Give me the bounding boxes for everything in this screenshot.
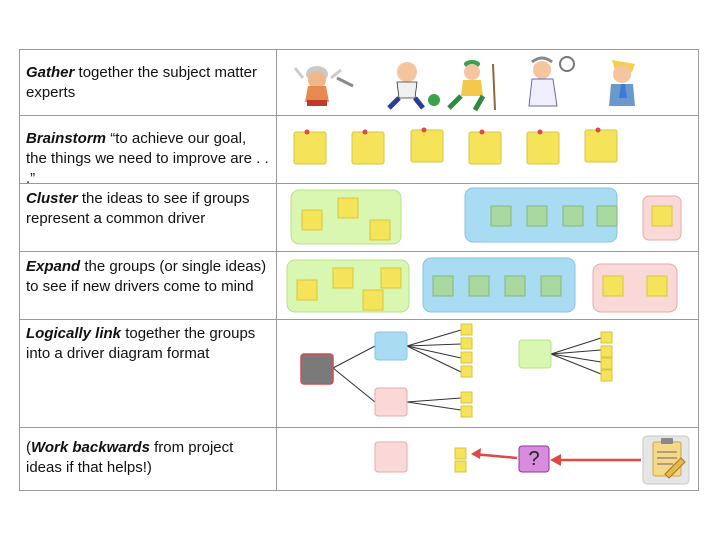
row-gather-text: Gather together the subject matter exper… (26, 63, 271, 103)
primary-driver-box (300, 353, 334, 385)
row-gather-keyword: Gather (26, 64, 75, 81)
tie-expert-icon (609, 60, 635, 106)
row-gather-description: together the subject matter experts (26, 64, 257, 101)
row-work-backwards-prefix: ( (26, 439, 31, 456)
row-cluster-keyword: Cluster (26, 190, 78, 207)
expanded-groups (277, 252, 698, 319)
bald-expert-icon (387, 62, 440, 110)
row-cluster: Cluster the ideas to see if groups repre… (20, 184, 698, 252)
row-expand: Expand the groups (or single ideas) to s… (20, 252, 698, 320)
experts-illustration (277, 50, 698, 115)
row-work-backwards-keyword: Work backwards (31, 439, 150, 456)
secondary-driver-blue (374, 331, 408, 361)
sticky-note-6 (584, 129, 618, 163)
row-link-description: together the groups into a driver diagra… (26, 325, 256, 362)
question-box (518, 445, 550, 473)
sticky-note-4 (468, 131, 502, 165)
sticky-note-3 (410, 129, 444, 163)
row-link-keyword: Logically link (26, 325, 122, 342)
row-brainstorm-description: “to achieve our goal, the things we need… (26, 130, 269, 187)
row-brainstorm: Brainstorm “to achieve our goal, the thi… (20, 116, 698, 187)
brainstorm-notes (277, 116, 698, 183)
cluster-groups (277, 184, 698, 251)
work-backwards-diagram: ? (277, 428, 698, 490)
driver-diagram (277, 320, 698, 427)
row-work-backwards: (Work backwards from project ideas if th… (20, 428, 698, 490)
row-gather: Gather together the subject matter exper… (20, 50, 698, 116)
driver-box-pink (374, 441, 408, 473)
row-brainstorm-keyword: Brainstorm (26, 130, 107, 147)
row-work-backwards-description: from project ideas if that helps!) (26, 439, 234, 476)
expand-blue (422, 257, 576, 313)
sticky-note-1 (293, 131, 327, 165)
row-expand-keyword: Expand (26, 258, 81, 275)
clipboard-icon (642, 435, 690, 485)
row-link-text: Logically link together the groups into … (26, 324, 271, 364)
row-expand-text: Expand the groups (or single ideas) to s… (26, 257, 271, 297)
row-expand-description: the groups (or single ideas) to see if n… (26, 258, 267, 295)
secondary-driver-pink (374, 387, 408, 417)
row-cluster-description: the ideas to see if groups represent a c… (26, 190, 250, 227)
hat-expert-icon (447, 60, 496, 112)
column-divider (276, 50, 277, 490)
row-brainstorm-text: Brainstorm “to achieve our goal, the thi… (26, 129, 271, 189)
process-table: Gather together the subject matter exper… (19, 49, 699, 491)
sticky-note-5 (526, 131, 560, 165)
scientist-expert-icon (528, 56, 575, 107)
secondary-driver-green (518, 339, 552, 369)
question-mark: ? (528, 448, 540, 470)
row-cluster-text: Cluster the ideas to see if groups repre… (26, 189, 271, 229)
sticky-note-2 (351, 131, 385, 165)
row-link: Logically link together the groups into … (20, 320, 698, 428)
viking-expert-icon (293, 66, 354, 106)
row-work-backwards-text: (Work backwards from project ideas if th… (26, 438, 271, 478)
